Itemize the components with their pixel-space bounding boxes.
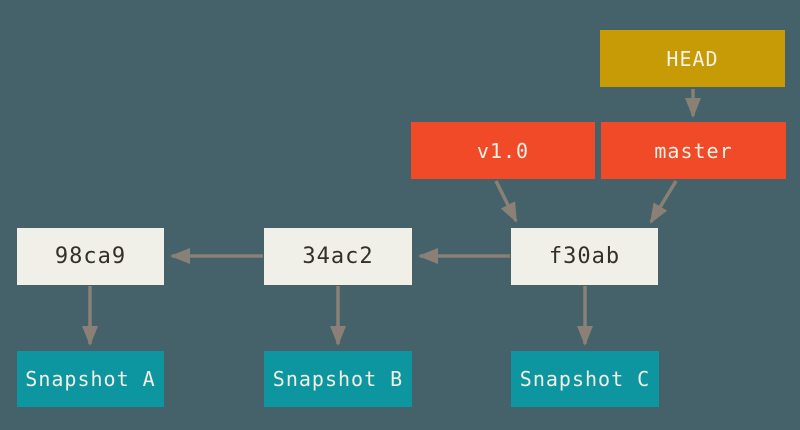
arrow-master-to-f30ab bbox=[649, 180, 678, 224]
snapshot-label: Snapshot C bbox=[519, 367, 651, 391]
snapshot-b-box: Snapshot B bbox=[264, 351, 412, 407]
snapshot-label: Snapshot A bbox=[25, 367, 156, 391]
commit-f30ab-box: f30ab bbox=[511, 228, 658, 285]
commit-label: 34ac2 bbox=[302, 244, 374, 269]
head-pointer-box: HEAD bbox=[600, 30, 785, 87]
tag-v1.0-box: v1.0 bbox=[411, 122, 595, 179]
commit-98ca9-box: 98ca9 bbox=[17, 228, 164, 285]
arrow-v1.0-to-f30ab bbox=[494, 180, 518, 223]
tag-label: v1.0 bbox=[476, 138, 530, 163]
head-label: HEAD bbox=[666, 46, 719, 71]
snapshot-label: Snapshot B bbox=[272, 367, 404, 391]
commit-34ac2-box: 34ac2 bbox=[264, 228, 412, 285]
commit-label: f30ab bbox=[548, 244, 621, 269]
branch-master-box: master bbox=[601, 122, 786, 179]
commit-label: 98ca9 bbox=[54, 244, 127, 269]
snapshot-a-box: Snapshot A bbox=[17, 351, 164, 407]
snapshot-c-box: Snapshot C bbox=[511, 351, 659, 407]
branch-label: master bbox=[654, 138, 733, 163]
